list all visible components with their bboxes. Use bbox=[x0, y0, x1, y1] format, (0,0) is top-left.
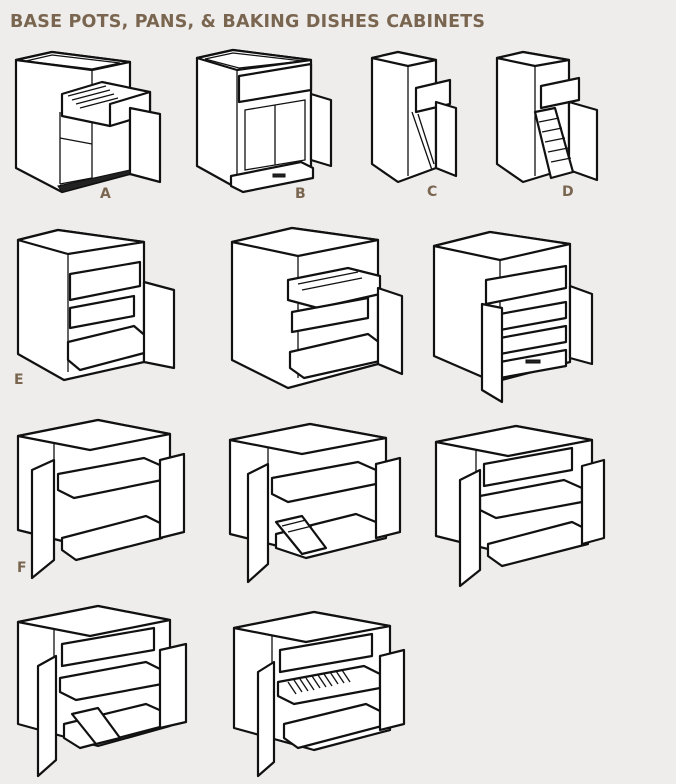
cabinet-f3-illustration bbox=[434, 424, 606, 588]
cabinet-a-illustration bbox=[14, 50, 162, 194]
cabinet-e1-illustration bbox=[16, 228, 176, 382]
cabinet-g1-illustration bbox=[16, 604, 188, 778]
cabinet-c-label: C bbox=[427, 184, 438, 200]
page-title: BASE POTS, PANS, & BAKING DISHES CABINET… bbox=[10, 12, 486, 32]
cabinet-a-label: A bbox=[100, 186, 111, 202]
cabinet-f-label: F bbox=[17, 560, 27, 576]
cabinet-g2-illustration bbox=[232, 610, 406, 778]
cabinet-b-illustration bbox=[195, 48, 333, 194]
cabinet-f1-illustration bbox=[16, 418, 186, 580]
cabinet-d-illustration bbox=[495, 50, 599, 184]
cabinet-e3-illustration bbox=[432, 230, 594, 404]
cabinet-b-label: B bbox=[295, 186, 306, 202]
cabinet-c-illustration bbox=[370, 50, 458, 184]
cabinet-e2-illustration bbox=[230, 226, 404, 390]
cabinet-f2-illustration bbox=[228, 422, 402, 584]
cabinet-e-label: E bbox=[14, 372, 24, 388]
cabinet-d-label: D bbox=[562, 184, 574, 200]
